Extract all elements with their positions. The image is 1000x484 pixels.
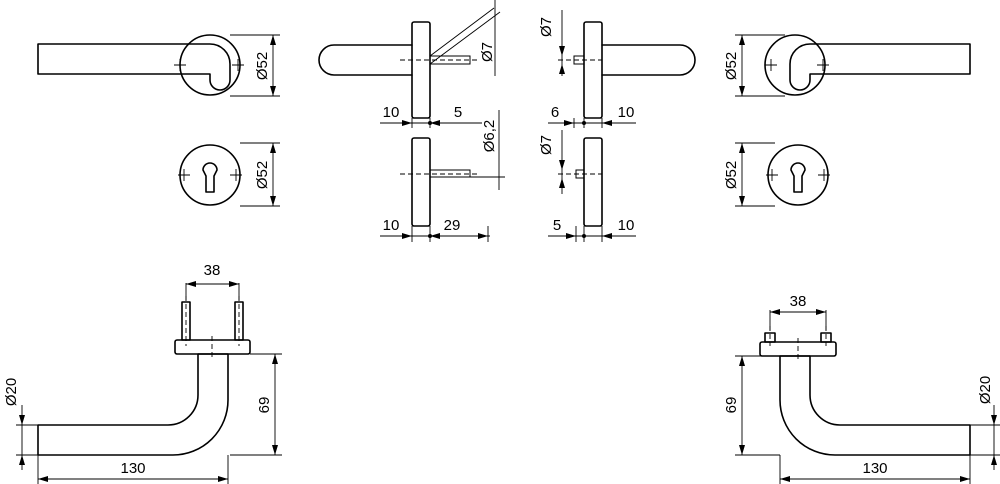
dim-label: 6 — [551, 104, 559, 121]
lever-profile-right — [759, 326, 971, 456]
dim-lower-right-side: 5 10 — [548, 217, 636, 242]
dim-lever-dia-right: Ø20 — [970, 376, 1000, 470]
lever-rose-front-left — [37, 34, 244, 96]
cylinder-rose-left — [178, 144, 242, 206]
dim-label: 5 — [454, 104, 462, 121]
dim-label: 130 — [120, 460, 145, 477]
side-view-lever-right — [558, 21, 696, 119]
cylinder-rose-right — [766, 144, 830, 206]
dim-label: 10 — [383, 217, 400, 234]
dim-label: Ø7 — [538, 135, 555, 155]
dim-label: Ø20 — [977, 376, 994, 404]
dim-lower-left-side: 10 29 — [380, 217, 490, 242]
side-view-rose-bolt-left — [400, 137, 478, 227]
lever-profile-left — [37, 296, 251, 456]
dim-pin-dia-c: Ø7 — [538, 130, 565, 194]
dim-rose-dia-mid-left: Ø52 — [240, 142, 280, 207]
side-view-rose-pin-right — [558, 137, 603, 227]
dim-lever-dia-left: Ø20 — [3, 378, 38, 470]
dim-label: 29 — [444, 217, 461, 234]
dim-label: Ø52 — [723, 52, 740, 80]
dim-label: 69 — [723, 397, 740, 414]
dim-rose-dia-mid-right: Ø52 — [723, 142, 775, 207]
dim-label: Ø52 — [723, 161, 740, 189]
dim-label: Ø52 — [254, 161, 271, 189]
dim-label: 5 — [553, 217, 561, 234]
dim-rose-dia-top-left: Ø52 — [230, 34, 280, 97]
dim-height-right: 69 — [723, 355, 780, 456]
dim-pin-dia-b: Ø7 — [538, 10, 565, 76]
dim-upper-right-side: 6 10 — [548, 104, 636, 128]
dim-pin-dia-a: Ø7 — [479, 0, 496, 76]
dim-length-left: 130 — [37, 455, 229, 484]
dim-height-left: 69 — [230, 353, 282, 456]
dim-spacing-right: 38 — [769, 293, 827, 330]
dim-label: 10 — [618, 217, 635, 234]
dim-upper-left-side: 10 5 — [380, 104, 482, 128]
dim-label: 38 — [204, 262, 221, 279]
dim-label: 10 — [618, 104, 635, 121]
dim-length-right: 130 — [779, 455, 971, 484]
dim-label: Ø20 — [3, 378, 20, 406]
dim-bolt-dia: Ø6,2 — [470, 110, 505, 190]
lever-rose-front-right — [764, 34, 971, 96]
dim-label: Ø7 — [538, 17, 555, 37]
dim-label: Ø6,2 — [481, 120, 498, 153]
dim-label: 10 — [383, 104, 400, 121]
dim-label: Ø52 — [254, 52, 271, 80]
dim-spacing-left: 38 — [185, 262, 240, 300]
dim-label: 130 — [862, 460, 887, 477]
dim-label: Ø7 — [479, 42, 496, 62]
dim-rose-dia-top-right: Ø52 — [723, 34, 785, 97]
side-view-lever-left — [318, 7, 501, 119]
dim-label: 69 — [256, 397, 273, 414]
dim-label: 38 — [790, 293, 807, 310]
